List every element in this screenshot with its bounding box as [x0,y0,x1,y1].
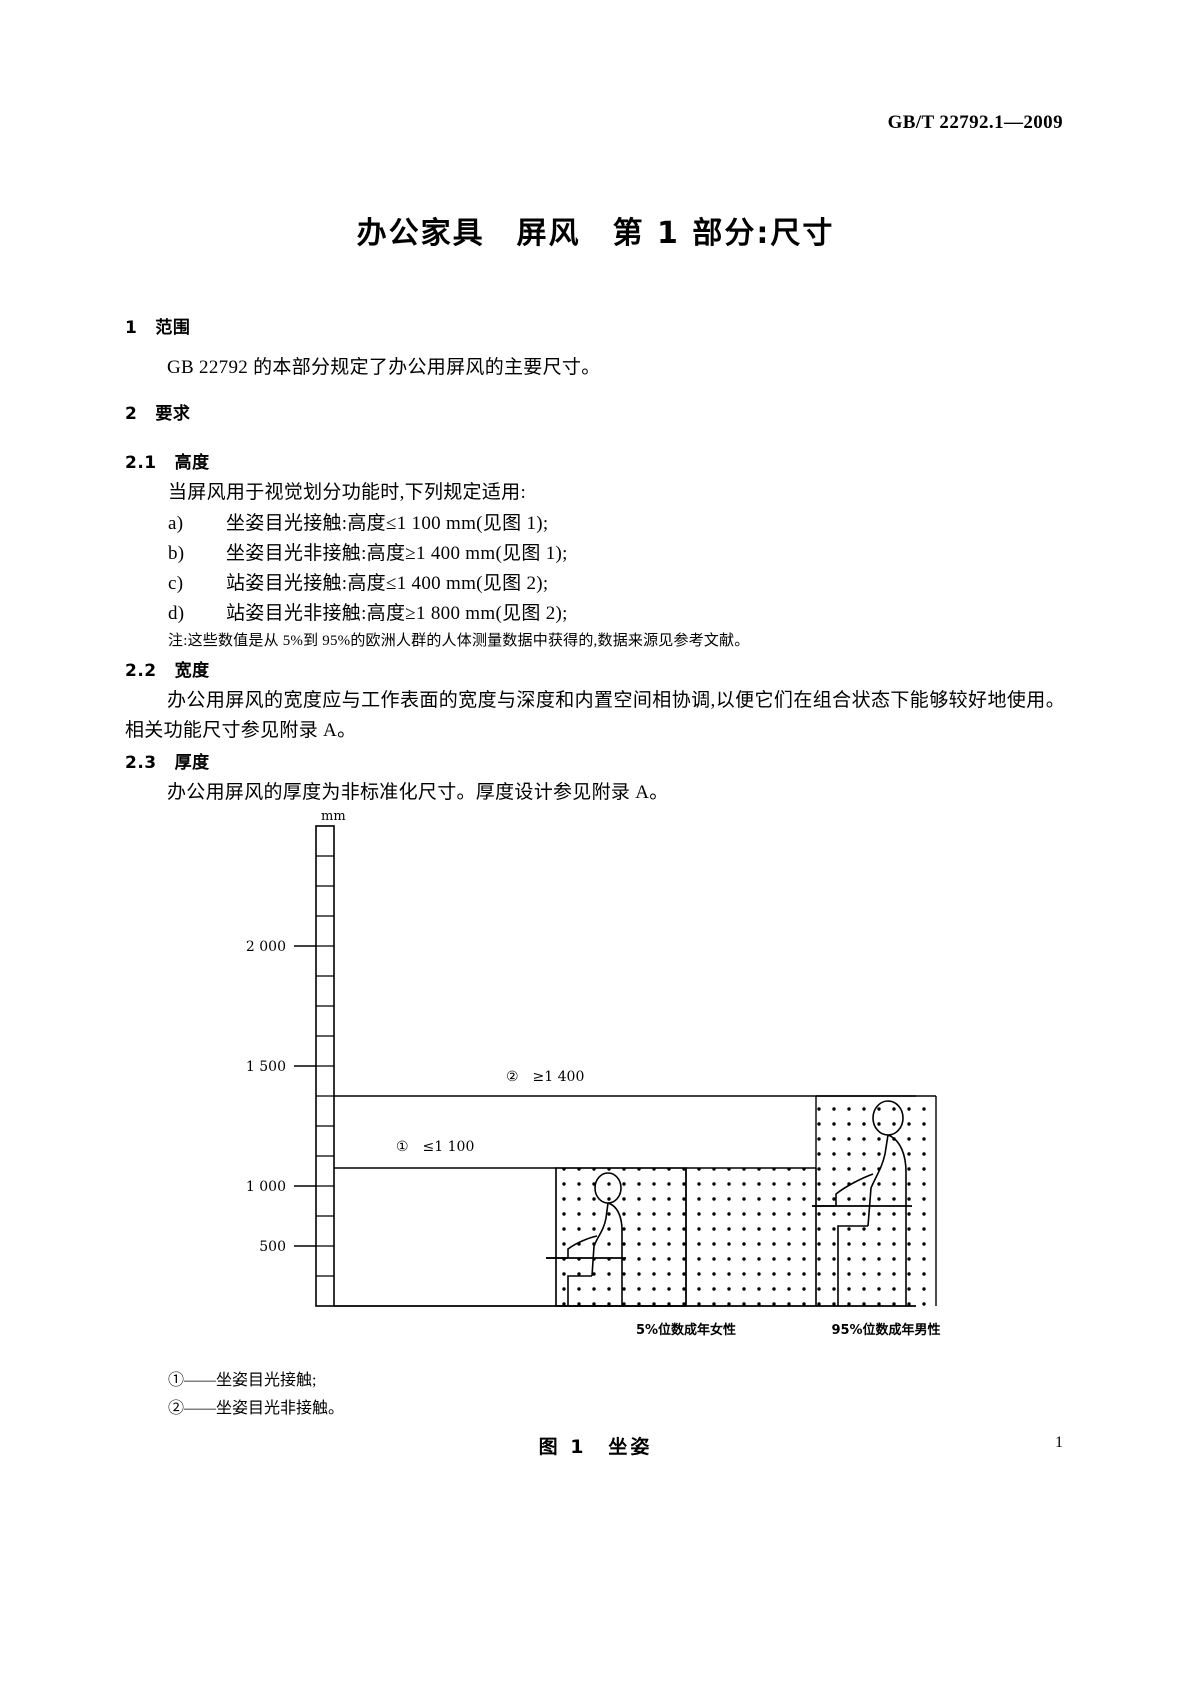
list-text: 站姿目光接触:高度≤1 400 mm(见图 2); [226,573,549,594]
figure-key-line-1: ①——坐姿目光接触; [168,1372,317,1389]
axis-tick-label: 2 000 [245,939,285,955]
clause-heading-1: 1 范围 [125,313,190,338]
list-text: 坐姿目光非接触:高度≥1 400 mm(见图 1); [226,543,568,564]
figure-1-drawing: mm [245,809,940,1338]
axis-tick-label: 1 000 [245,1179,285,1195]
clause-title: 宽度 [174,661,210,681]
list-marker: a) [168,513,184,534]
list-item: a) 坐姿目光接触:高度≤1 100 mm(见图 1); [168,509,548,539]
list-text: 坐姿目光接触:高度≤1 100 mm(见图 1); [226,513,549,534]
width-paragraph: 办公用屏风的宽度应与工作表面的宽度与深度和内置空间相协调,以便它们在组合状态下能… [125,690,1065,741]
clause-number: 2.1 [125,453,157,473]
list-item: d) 站姿目光非接触:高度≥1 800 mm(见图 2); [168,599,568,629]
figure-annotation-high: ② ≥1 400 [506,1069,584,1085]
figure-key-line-2: ②——坐姿目光非接触。 [168,1400,345,1417]
clause-title: 范围 [155,318,191,338]
height-note: 注:这些数值是从 5%到 95%的欧洲人群的人体测量数据中获得的,数据来源见参考… [168,633,750,649]
list-marker: c) [168,573,184,594]
scope-paragraph: GB 22792 的本部分规定了办公用屏风的主要尺寸。 [167,357,601,378]
page-number: 1 [1055,1434,1063,1451]
clause-title: 高度 [174,453,210,473]
list-marker: b) [168,543,185,564]
figure-1: mm [0,806,1191,1406]
clause-number: 2.3 [125,753,157,773]
list-text: 站姿目光非接触:高度≥1 800 mm(见图 2); [226,603,568,624]
height-intro-paragraph: 当屏风用于视觉划分功能时,下列规定适用: [168,482,527,503]
clause-heading-2-2: 2.2 宽度 [125,656,210,681]
axis-tick-label: 500 [259,1239,286,1255]
axis-tick-label: 1 500 [245,1059,285,1075]
page-title: 办公家具 屏风 第 1 部分:尺寸 [356,216,835,251]
clause-heading-2-1: 2.1 高度 [125,448,210,473]
figure-unit-label: mm [321,809,346,824]
clause-heading-2-3: 2.3 厚度 [125,748,210,773]
running-header: GB/T 22792.1—2009 [888,112,1063,134]
figure-caption: 图 1 坐姿 [538,1436,653,1458]
clause-number: 2.2 [125,661,157,681]
thickness-paragraph: 办公用屏风的厚度为非标准化尺寸。厚度设计参见附录 A。 [167,782,669,803]
clause-title: 厚度 [174,753,210,773]
figure-person-left-label: 5%位数成年女性 [635,1322,735,1338]
clause-number: 1 [125,318,138,338]
figure-person-right-label: 95%位数成年男性 [831,1322,940,1338]
figure-annotation-low: ① ≤1 100 [396,1139,474,1155]
standard-number: GB/T 22792.1—2009 [887,112,1063,133]
clause-title: 要求 [155,404,191,424]
list-item: b) 坐姿目光非接触:高度≥1 400 mm(见图 1); [168,539,568,569]
list-item: c) 站姿目光接触:高度≤1 400 mm(见图 2); [168,569,548,599]
clause-heading-2: 2 要求 [125,399,190,424]
list-marker: d) [168,603,185,624]
clause-number: 2 [125,404,138,424]
